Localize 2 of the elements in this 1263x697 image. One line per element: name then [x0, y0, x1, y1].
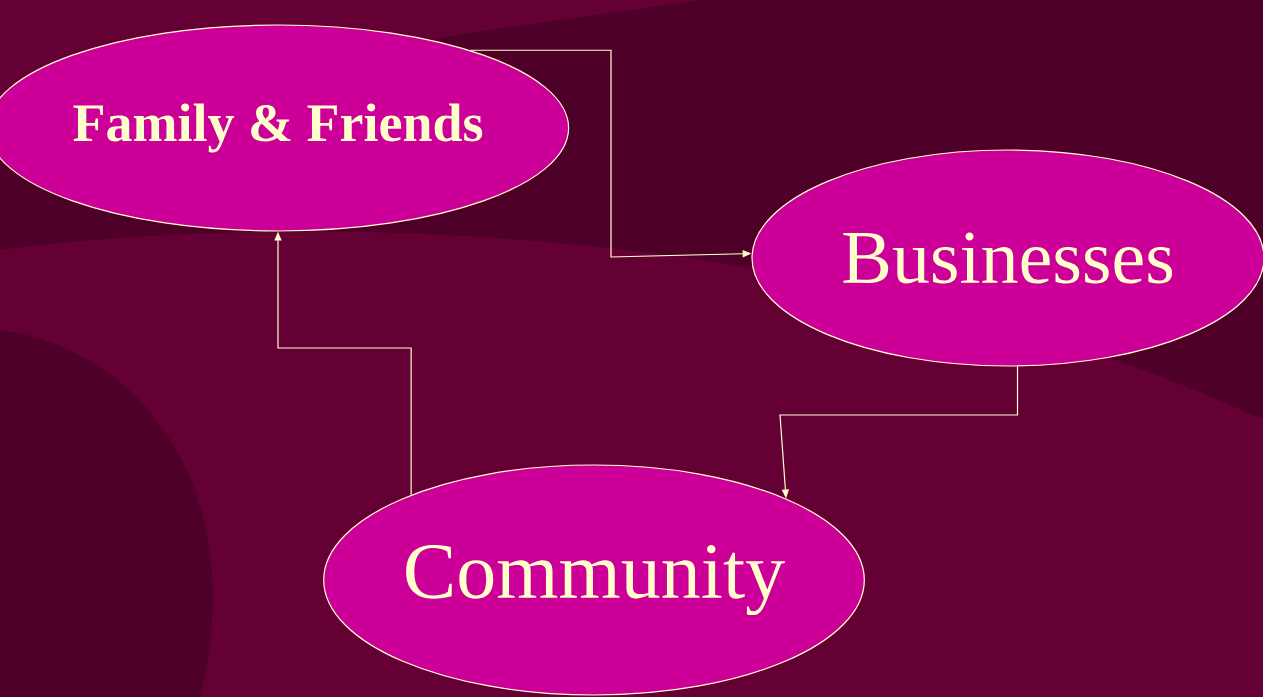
ellipse-node: Community — [323, 464, 865, 696]
ellipse-node: Businesses — [751, 149, 1263, 367]
